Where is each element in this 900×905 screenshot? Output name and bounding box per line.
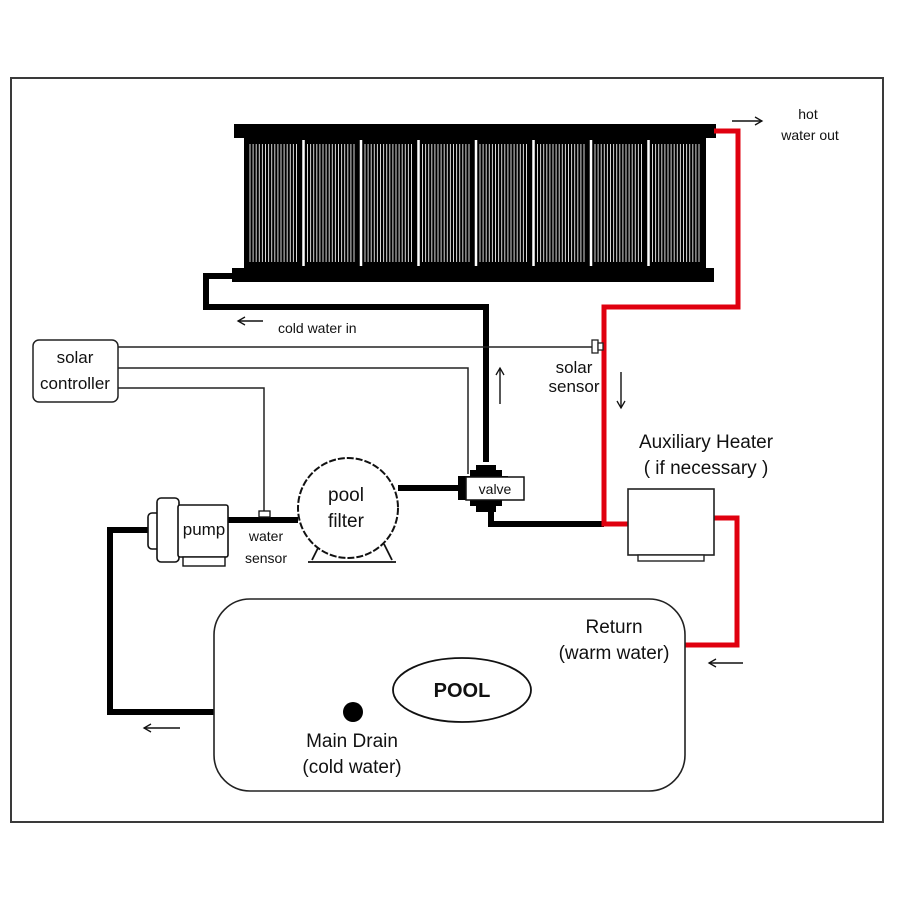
- pipe-collector-to-valve: [203, 273, 489, 462]
- solar-sensor-label-1: solar: [556, 358, 593, 377]
- solar-controller-label-2: controller: [40, 374, 110, 393]
- pipe-heater-to-pool-return: [685, 515, 740, 648]
- pool-filter-label-2: filter: [328, 511, 365, 532]
- collector-tubes: [249, 140, 700, 266]
- pump-label: pump: [183, 520, 226, 539]
- cold-water-pipes: [107, 273, 604, 715]
- water-sensor-label-2: sensor: [245, 550, 287, 566]
- main-drain: Main Drain (cold water): [302, 702, 402, 778]
- pool-filter: pool filter: [297, 457, 399, 563]
- valve: valve: [458, 465, 525, 512]
- solar-controller: solar controller: [32, 339, 119, 403]
- water-sensor: water sensor: [245, 510, 287, 566]
- cold-water-in-label: cold water in: [278, 320, 357, 336]
- collector-panel: [647, 140, 700, 266]
- pool-label: POOL: [434, 680, 491, 702]
- wire-to-water-sensor: [117, 387, 265, 512]
- hot-water-pipes: [601, 128, 741, 648]
- aux-heater-label-2: ( if necessary ): [644, 458, 769, 479]
- solar-controller-label-1: solar: [57, 348, 94, 367]
- valve-label: valve: [479, 481, 512, 497]
- controller-wires: [117, 346, 594, 512]
- main-drain-label-2: (cold water): [302, 757, 401, 778]
- aux-heater-label-1: Auxiliary Heater: [639, 432, 774, 453]
- main-drain-label-1: Main Drain: [306, 731, 398, 752]
- hot-water-out-label-2: water out: [780, 127, 839, 143]
- water-sensor-label-1: water: [248, 528, 284, 544]
- return-label-1: Return: [585, 617, 642, 638]
- wire-to-valve: [117, 367, 469, 474]
- solar-collector: [232, 124, 716, 282]
- collector-panel: [417, 140, 470, 266]
- solar-sensor-label-2: sensor: [548, 377, 599, 396]
- collector-bottom-header: [232, 268, 714, 282]
- collector-panel: [474, 140, 527, 266]
- pump: pump: [147, 497, 229, 567]
- flow-arrows: [142, 116, 764, 733]
- collector-panel: [532, 140, 585, 266]
- collector-panel: [359, 140, 412, 266]
- solar-sensor: [591, 339, 604, 354]
- collector-panel: [302, 140, 355, 266]
- pool: POOL Return (warm water): [213, 598, 686, 792]
- collector-panel: [249, 144, 297, 262]
- pool-filter-label-1: pool: [328, 485, 364, 506]
- pipe-hot-collector-to-heater: [601, 128, 741, 527]
- collector-panel: [589, 140, 642, 266]
- return-label-2: (warm water): [559, 643, 670, 664]
- hot-water-out-label-1: hot: [798, 106, 818, 122]
- pipe-valve-to-heater: [488, 512, 604, 527]
- collector-top-header: [234, 124, 716, 138]
- aux-heater: Auxiliary Heater ( if necessary ): [627, 432, 774, 562]
